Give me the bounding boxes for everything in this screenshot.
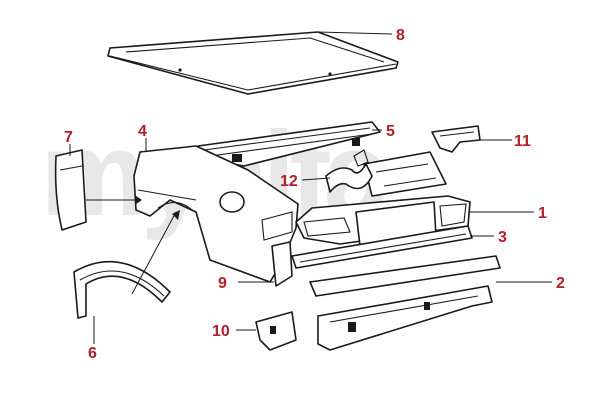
part-trunk-floor (363, 151, 447, 197)
part-wheel-arch (73, 260, 171, 319)
callout-12: 12 (280, 173, 298, 190)
part-quarter-panel (133, 145, 299, 283)
callout-4: 4 (138, 123, 147, 140)
part-boot-lid (107, 31, 399, 95)
callout-11: 11 (514, 133, 531, 150)
arrowhead-6 (172, 210, 180, 220)
callout-7: 7 (64, 129, 73, 146)
arrowhead-7 (136, 196, 142, 204)
part-lower-rear-panel (309, 255, 501, 351)
callout-1: 1 (538, 205, 547, 222)
callout-6: 6 (88, 345, 97, 362)
part-lower-valance-bracket (271, 241, 293, 287)
leader-8 (317, 31, 393, 35)
part-fuel-filler-hose (325, 149, 373, 193)
callout-10: 10 (212, 323, 230, 340)
callout-8: 8 (396, 27, 405, 44)
part-corner-bracket (431, 125, 481, 153)
callout-5: 5 (386, 123, 395, 140)
part-rear-crossmember (291, 225, 473, 269)
callout-9: 9 (218, 275, 227, 292)
part-rear-upper-panel (197, 121, 381, 167)
callout-3: 3 (498, 229, 507, 246)
leader-12 (301, 177, 331, 181)
arrow-6-to-4 (131, 211, 177, 295)
callout-2: 2 (556, 275, 565, 292)
part-rear-panel (295, 195, 471, 247)
part-mounting-bracket (255, 311, 297, 351)
part-side-panel (54, 149, 87, 231)
